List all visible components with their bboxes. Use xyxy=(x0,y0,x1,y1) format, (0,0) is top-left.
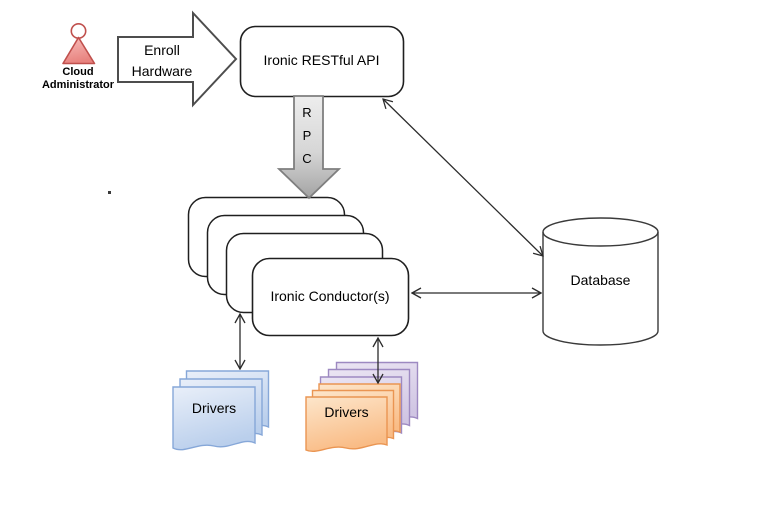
cloud-administrator-icon xyxy=(62,22,96,65)
connector-api-database xyxy=(383,99,543,256)
conductor-stack xyxy=(187,196,410,337)
drivers-stack-blue xyxy=(172,370,270,451)
document-icon xyxy=(172,386,256,451)
enroll-hardware-arrow xyxy=(117,10,238,108)
ironic-restful-api-box xyxy=(239,25,405,98)
rpc-arrow xyxy=(276,95,342,200)
database-cylinder xyxy=(542,217,659,346)
stray-dot xyxy=(108,191,111,194)
ironic-conductor-box xyxy=(251,257,410,337)
document-icon xyxy=(305,396,388,452)
drivers-stack-orange xyxy=(305,361,419,452)
